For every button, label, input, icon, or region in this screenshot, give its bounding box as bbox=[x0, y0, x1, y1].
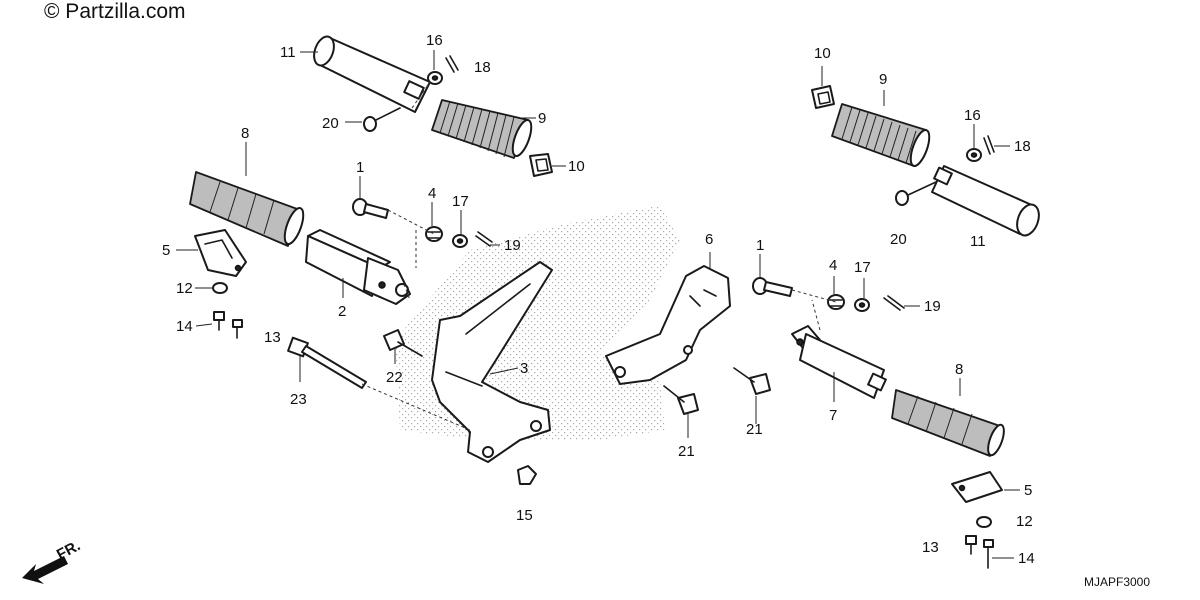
callout-13-left: 13 bbox=[264, 329, 281, 346]
footpeg-pin-right bbox=[931, 165, 1040, 237]
callout-16-left: 16 bbox=[426, 32, 443, 49]
callout-8-left: 8 bbox=[241, 125, 249, 142]
screw-14-right bbox=[983, 539, 994, 569]
spring-4-left bbox=[425, 226, 443, 242]
cotter-pin-18-left bbox=[445, 55, 459, 73]
callout-8-right: 8 bbox=[955, 361, 963, 378]
damper-plate-10-right bbox=[811, 85, 835, 109]
footpeg-bracket-6 bbox=[605, 265, 731, 385]
callout-7: 7 bbox=[829, 407, 837, 424]
callout-14-left: 14 bbox=[176, 318, 193, 335]
washer-17-left bbox=[452, 234, 468, 248]
leader-lines bbox=[176, 50, 1020, 559]
callout-9-right: 9 bbox=[879, 71, 887, 88]
footpeg-rubber-9-left bbox=[431, 99, 533, 159]
pivot-pin-1-left bbox=[352, 198, 389, 219]
bracket-5-left bbox=[194, 229, 247, 277]
callout-11-right: 11 bbox=[970, 233, 986, 250]
pivot-pin-1-right bbox=[752, 277, 793, 297]
footpeg-arm-2-left bbox=[305, 229, 411, 305]
footpeg-rubber-9-right bbox=[831, 103, 931, 168]
callout-2: 2 bbox=[338, 303, 346, 320]
callout-15: 15 bbox=[516, 507, 533, 524]
callout-6: 6 bbox=[705, 231, 713, 248]
cotter-pin-19-right bbox=[883, 295, 905, 311]
callout-19-right: 19 bbox=[924, 298, 941, 315]
footpeg-pin-left bbox=[313, 35, 431, 113]
nut-12-left bbox=[212, 282, 228, 294]
footpeg-rubber-8-right bbox=[891, 389, 1005, 457]
callout-3: 3 bbox=[520, 360, 528, 377]
nut-15 bbox=[517, 465, 537, 485]
callout-4-right: 4 bbox=[829, 257, 837, 274]
washer-16-right bbox=[966, 148, 982, 162]
cotter-pin-18-right bbox=[983, 135, 995, 155]
bolt-23 bbox=[287, 336, 367, 389]
callout-labels: 11 16 18 20 9 10 8 1 4 17 19 5 2 12 14 1… bbox=[162, 32, 1035, 567]
callout-21-b: 21 bbox=[746, 421, 763, 438]
callout-17-right: 17 bbox=[854, 259, 871, 276]
screw-14-left bbox=[213, 311, 243, 339]
callout-5-left: 5 bbox=[162, 242, 170, 259]
callout-10-right: 10 bbox=[814, 45, 831, 62]
callout-18-right: 18 bbox=[1014, 138, 1031, 155]
callout-13-right: 13 bbox=[922, 539, 939, 556]
callout-1-right: 1 bbox=[756, 237, 764, 254]
callout-10-left: 10 bbox=[568, 158, 585, 175]
pin-20-right bbox=[895, 181, 937, 206]
bolt-21-b bbox=[733, 367, 771, 395]
pin-20-left bbox=[363, 107, 401, 132]
front-direction-arrow-icon bbox=[22, 556, 68, 584]
callout-20-right: 20 bbox=[890, 231, 907, 248]
callout-11-left: 11 bbox=[280, 44, 296, 61]
spring-4-right bbox=[827, 294, 845, 310]
diagram-code: MJAPF3000 bbox=[1084, 575, 1150, 589]
callout-4-left: 4 bbox=[428, 185, 436, 202]
footpeg-bracket-3 bbox=[431, 261, 553, 463]
callout-23: 23 bbox=[290, 391, 307, 408]
bracket-5-right bbox=[951, 471, 1003, 503]
callout-21-a: 21 bbox=[678, 443, 695, 460]
callout-19-left: 19 bbox=[504, 237, 521, 254]
nut-12-right bbox=[976, 516, 992, 528]
cotter-pin-19-left bbox=[475, 231, 493, 247]
footpeg-arm-7-right bbox=[791, 325, 887, 399]
callout-1-left: 1 bbox=[356, 159, 364, 176]
watermark-text: © Partzilla.com bbox=[44, 0, 186, 23]
damper-plate-10-left bbox=[529, 153, 553, 177]
bolt-21-a bbox=[663, 385, 699, 415]
bolt-22 bbox=[383, 329, 423, 357]
washer-16-left bbox=[427, 71, 443, 85]
callout-12-right: 12 bbox=[1016, 513, 1033, 530]
assembly-lines-right bbox=[791, 289, 837, 331]
callout-18-left: 18 bbox=[474, 59, 491, 76]
callout-9-left: 9 bbox=[538, 110, 546, 127]
footpeg-rubber-8-left bbox=[189, 171, 305, 247]
callout-12-left: 12 bbox=[176, 280, 193, 297]
callout-22: 22 bbox=[386, 369, 403, 386]
callout-16-right: 16 bbox=[964, 107, 981, 124]
callout-5-right: 5 bbox=[1024, 482, 1032, 499]
callout-17-left: 17 bbox=[452, 193, 469, 210]
washer-17-right bbox=[854, 298, 870, 312]
callout-20-left: 20 bbox=[322, 115, 339, 132]
callout-14-right: 14 bbox=[1018, 550, 1035, 567]
screw-13-right bbox=[965, 535, 977, 555]
assembly-lines-left bbox=[361, 81, 471, 431]
